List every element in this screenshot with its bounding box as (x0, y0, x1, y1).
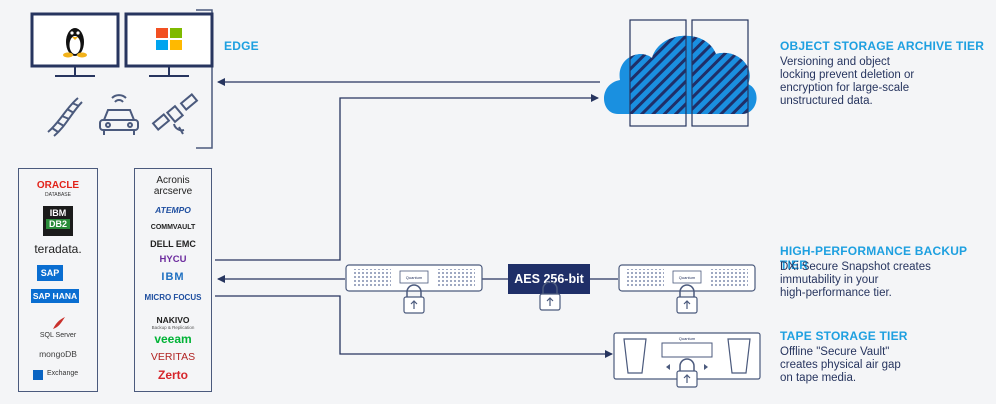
dxi-appliance-secondary: Quantum (618, 264, 756, 314)
data-sources-panel: ORACLE DATABASE IBM DB2 teradata. SAP SA… (18, 168, 98, 392)
exchange-logo: Exchange (47, 370, 79, 377)
mongodb-logo: mongoDB (39, 349, 77, 359)
teradata-logo: teradata. (34, 242, 82, 256)
tape-tier-title: TAPE STORAGE TIER (780, 329, 908, 343)
zerto-logo: Zerto (158, 368, 188, 382)
sql-server-logo: SQL Server (39, 332, 77, 339)
autonomous-car-icon (99, 94, 139, 135)
sql-server-icon (53, 317, 65, 329)
lock-icon (403, 284, 425, 314)
object-tier-line (215, 94, 599, 261)
ibm-db2-logo: IBM DB2 (43, 206, 73, 236)
tape-tier-desc: Offline "Secure Vault" creates physical … (780, 346, 901, 384)
lock-icon (676, 358, 698, 388)
nakivo-logo: NAKIVO (156, 315, 190, 325)
sap-logo: SAP (37, 265, 63, 281)
edge-label: EDGE (224, 39, 259, 53)
hycu-logo: HYCU (159, 254, 187, 265)
ibm-logo: IBM (161, 271, 185, 283)
windows-monitor (124, 12, 214, 77)
object-storage-cloud (604, 19, 757, 127)
tape-tier-line (215, 295, 613, 358)
acronis-logo: Acronis (156, 175, 190, 186)
dxi-appliance-primary: Quantum (345, 264, 483, 314)
backup-tier-title: HIGH-PERFORMANCE BACKUP TIER (780, 244, 968, 272)
veritas-logo: VERITAS (150, 351, 196, 363)
backup-tier-desc: DXi Secure Snapshot creates immutability… (780, 261, 931, 299)
linux-icon (63, 28, 87, 58)
object-tier-title: OBJECT STORAGE ARCHIVE TIER (780, 39, 985, 53)
satellite-icon (151, 93, 199, 135)
sap-hana-logo: SAP HANA (31, 289, 79, 303)
backup-vendors-panel: Acronis arcserve ATEMPO COMMVAULT DELL E… (134, 168, 212, 392)
device-brand: Quantum (679, 275, 696, 280)
microfocus-logo: MICRO FOCUS (144, 293, 202, 302)
edge-bracket (196, 9, 213, 149)
veeam-logo: veeam (154, 332, 192, 346)
linux-monitor (30, 12, 120, 77)
exchange-icon (33, 370, 43, 380)
dellemc-logo: DELL EMC (150, 239, 196, 249)
lock-icon (676, 284, 698, 314)
tape-library: Quantum (613, 332, 761, 388)
oracle-logo: ORACLE (36, 180, 80, 191)
device-brand: Quantum (406, 275, 423, 280)
aes-encryption-badge: AES 256-bit (508, 264, 590, 294)
device-brand: Quantum (679, 336, 696, 341)
arcserve-logo: arcserve (153, 186, 193, 197)
lock-icon (539, 282, 561, 311)
windows-icon (156, 28, 182, 50)
object-tier-desc: Versioning and object locking prevent de… (780, 56, 915, 107)
dna-icon (47, 97, 83, 137)
commvault-logo: COMMVAULT (150, 224, 196, 231)
atempo-logo: ATEMPO (155, 205, 191, 215)
